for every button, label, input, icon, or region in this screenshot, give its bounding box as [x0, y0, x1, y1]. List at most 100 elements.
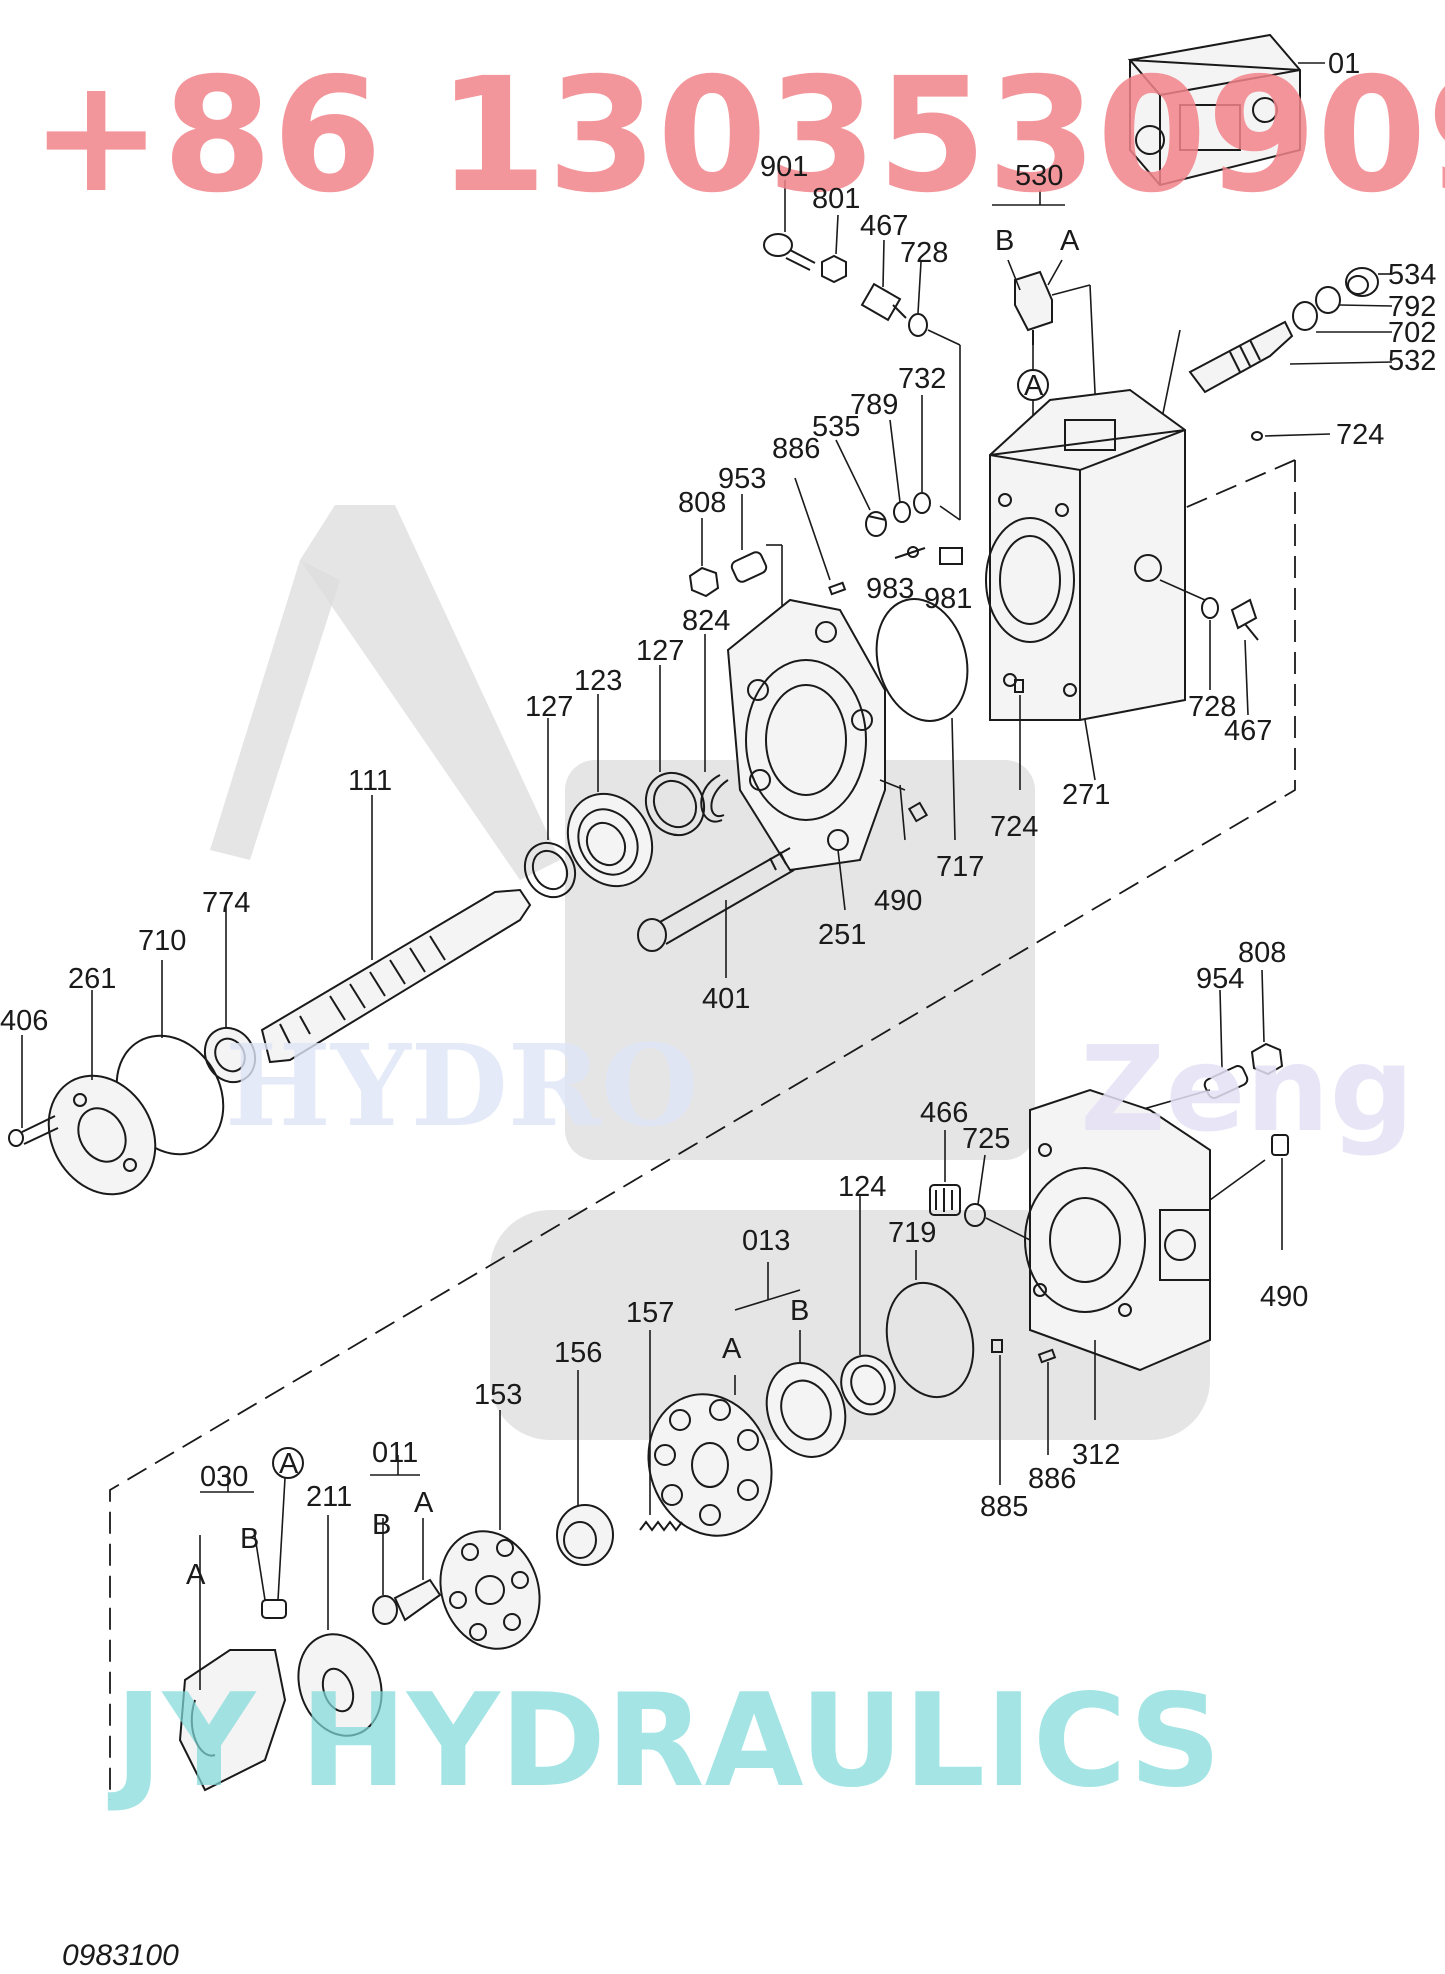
label-719: 719 — [888, 1217, 936, 1249]
part-153-retainer-plate — [439, 1530, 541, 1650]
label-530-a: A — [1060, 225, 1080, 257]
label-467-upper: 467 — [860, 210, 908, 242]
label-011-a: A — [414, 1487, 434, 1519]
part-732-o-ring — [913, 492, 931, 514]
label-808-lower: 808 — [1238, 937, 1286, 969]
label-901: 901 — [760, 151, 808, 183]
label-535: 535 — [812, 411, 860, 443]
label-011-b: B — [372, 1509, 391, 1541]
part-124-needle-bearing — [840, 1354, 896, 1416]
part-466-plug — [929, 1184, 961, 1216]
part-886-pin-upper — [828, 581, 847, 596]
part-011-piston-shoe — [372, 1578, 442, 1625]
part-211-shoe-plate — [297, 1633, 383, 1737]
part-535-stopper — [865, 511, 887, 537]
label-808-upper: 808 — [678, 487, 726, 519]
label-127-left: 127 — [525, 691, 573, 723]
part-808-nut-upper — [688, 566, 720, 598]
part-725-o-ring — [964, 1203, 986, 1227]
part-983-bolt — [894, 546, 926, 559]
label-732: 732 — [898, 363, 946, 395]
part-261-seal-cover — [47, 1074, 157, 1196]
part-251-valve-block — [726, 598, 886, 872]
part-724-pin-casing — [1014, 679, 1024, 693]
circle-marker-a-lower — [272, 1447, 304, 1479]
label-728-lower: 728 — [1188, 691, 1236, 723]
label-954: 954 — [1196, 963, 1244, 995]
label-702: 702 — [1388, 317, 1436, 349]
part-981-plate — [939, 547, 963, 565]
part-157-spring — [639, 1520, 683, 1532]
watermark-hydro: HYDRO — [225, 1021, 699, 1152]
part-801-nut — [821, 254, 847, 284]
label-981: 981 — [924, 583, 972, 615]
label-717: 717 — [936, 851, 984, 883]
label-728-upper: 728 — [900, 237, 948, 269]
label-885: 885 — [980, 1491, 1028, 1523]
label-530: 530 — [1015, 160, 1063, 192]
part-01-pump-assembly — [1127, 33, 1301, 187]
label-124: 124 — [838, 1171, 886, 1203]
label-467-lower: 467 — [1224, 715, 1272, 747]
part-013-b-valve-plate — [765, 1362, 847, 1458]
label-824: 824 — [682, 605, 730, 637]
label-123: 123 — [574, 665, 622, 697]
label-261: 261 — [68, 963, 116, 995]
part-467-plug-lower — [1230, 598, 1259, 641]
part-013-a-cylinder-block — [647, 1393, 773, 1537]
part-312-valve-block — [1024, 1088, 1211, 1372]
label-983: 983 — [866, 573, 914, 605]
part-401-socket-bolt — [637, 847, 795, 952]
part-532-piston — [1188, 320, 1294, 394]
part-724-pin-upper — [1251, 431, 1263, 441]
part-792-backup-ring — [1315, 286, 1341, 314]
part-127-spacer-right — [644, 771, 706, 837]
label-490-upper: 490 — [874, 885, 922, 917]
watermark-zeng: Zeng — [1080, 1020, 1414, 1158]
part-123-roller-bearing — [566, 792, 654, 888]
part-719-o-ring — [885, 1281, 975, 1399]
label-534: 534 — [1388, 259, 1436, 291]
label-157: 157 — [626, 1297, 674, 1329]
part-789-backup-ring — [893, 501, 911, 523]
part-728-o-ring-lower — [1201, 597, 1219, 619]
part-953-set-screw — [730, 551, 768, 583]
part-030-swash-plate — [178, 1599, 287, 1792]
label-886-lower: 886 — [1028, 1463, 1076, 1495]
part-728-o-ring-upper — [908, 313, 928, 337]
part-702-o-ring — [1292, 301, 1318, 331]
part-490-plug-lower — [1271, 1134, 1289, 1156]
part-490-plug-upper — [907, 801, 929, 823]
part-824-snap-ring — [700, 774, 729, 823]
part-111-drive-shaft — [260, 888, 532, 1064]
watermark-jy-hydraulics: JY HYDRAULICS — [107, 1667, 1221, 1816]
label-530-b: B — [995, 225, 1014, 257]
label-710: 710 — [138, 925, 186, 957]
label-030: 030 — [200, 1461, 248, 1493]
part-127-spacer-left — [523, 841, 577, 899]
part-labels: 01 901 801 467 728 530 B A A 534 792 702… — [0, 48, 1436, 1591]
label-211: 211 — [306, 1481, 352, 1513]
label-406: 406 — [0, 1005, 48, 1037]
label-532: 532 — [1388, 345, 1436, 377]
label-401: 401 — [702, 983, 750, 1015]
drawing-number: 0983100 — [62, 1939, 179, 1972]
label-030-a: A — [186, 1559, 206, 1591]
part-156-spherical-bushing — [556, 1504, 614, 1566]
part-901-eye-bolt — [763, 233, 816, 271]
label-792: 792 — [1388, 291, 1436, 323]
label-774: 774 — [202, 887, 250, 919]
watermark-phone: +86 13035309093 — [30, 44, 1445, 228]
part-808-nut-lower — [1250, 1042, 1284, 1076]
label-725: 725 — [962, 1123, 1010, 1155]
label-490-lower: 490 — [1260, 1281, 1308, 1313]
label-156: 156 — [554, 1337, 602, 1369]
label-953: 953 — [718, 463, 766, 495]
label-466: 466 — [920, 1097, 968, 1129]
label-circle-a-lower: A — [279, 1448, 299, 1480]
part-774-oil-seal — [203, 1026, 257, 1084]
part-717-gasket — [875, 598, 969, 722]
label-886-upper: 886 — [772, 433, 820, 465]
label-271: 271 — [1062, 779, 1110, 811]
part-885-pin — [991, 1339, 1003, 1353]
